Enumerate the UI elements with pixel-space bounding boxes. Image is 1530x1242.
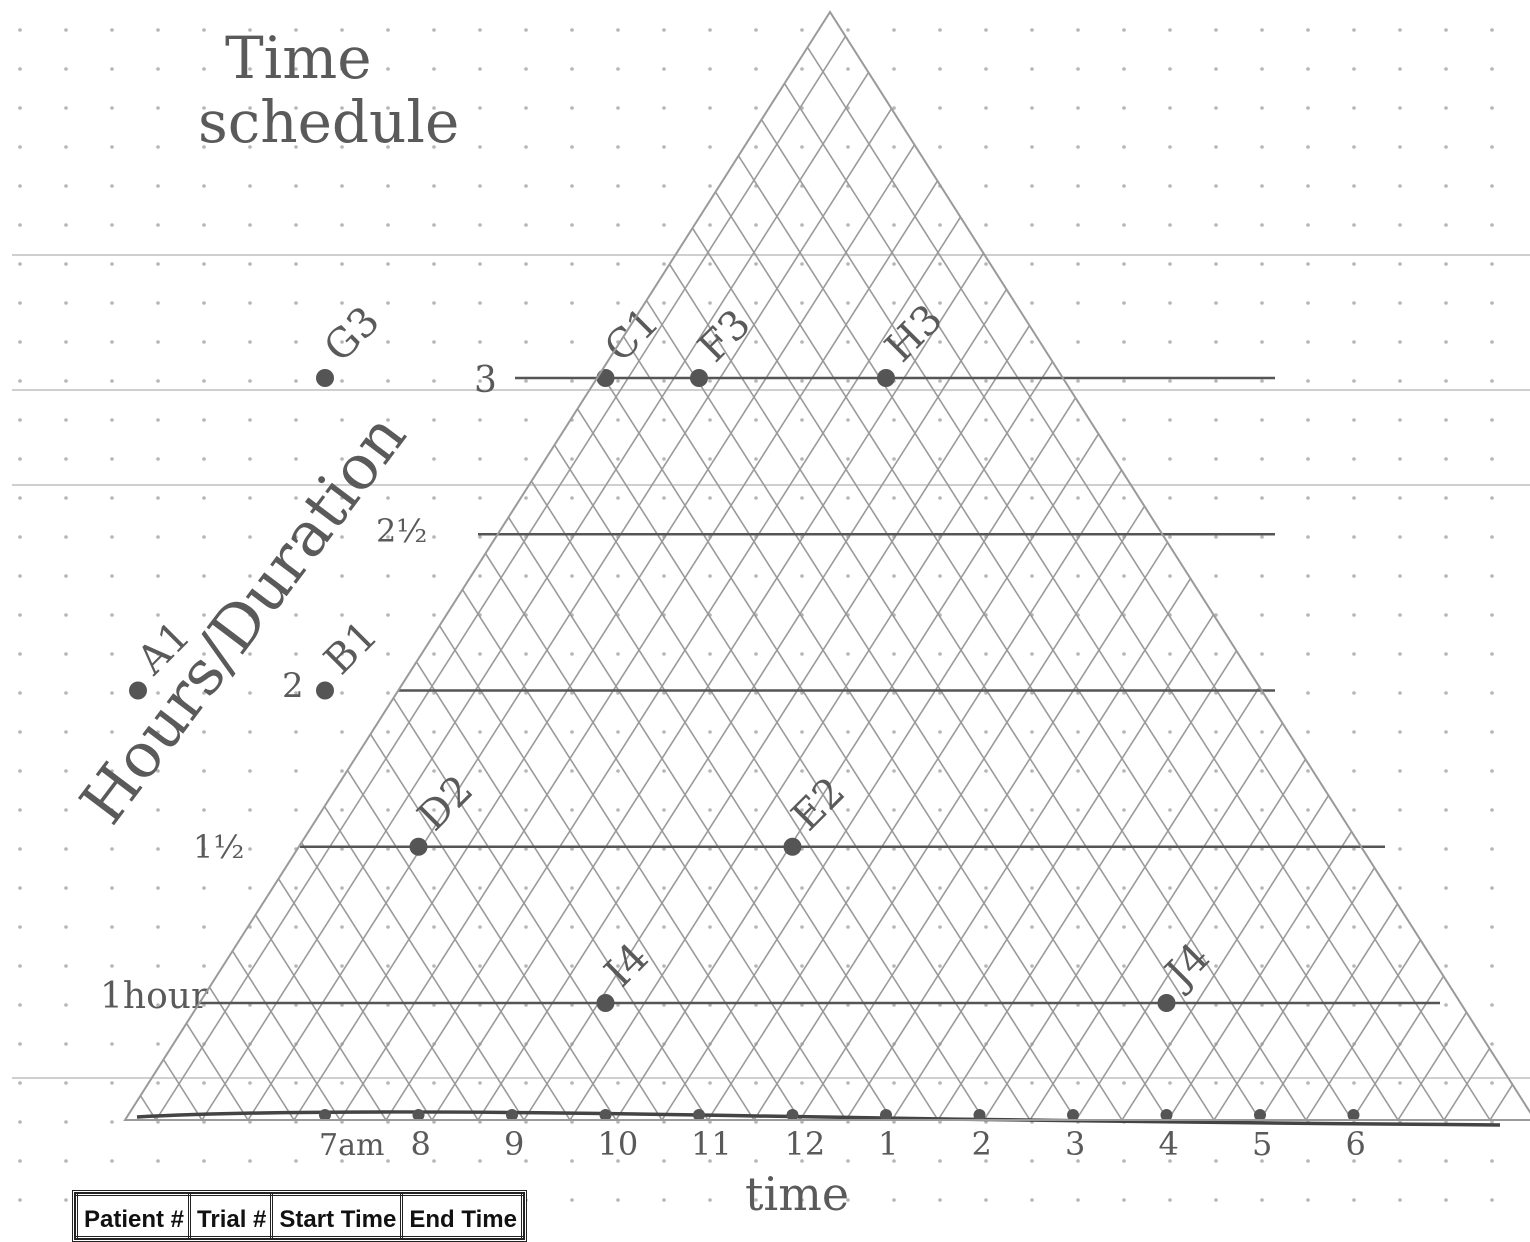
x-tick-label: 10: [598, 1125, 639, 1163]
time-tick-marker: [319, 1109, 331, 1121]
time-tick-marker: [1160, 1109, 1173, 1121]
point-label-c1: C1: [596, 299, 668, 371]
table-header-end-time: End Time: [400, 1193, 524, 1239]
time-tick-marker: [1347, 1109, 1360, 1121]
x-axis-label: time: [745, 1167, 849, 1221]
point-label-h3: H3: [877, 296, 952, 371]
time-tick-marker: [599, 1109, 612, 1121]
point-f3: [690, 369, 708, 387]
x-tick-label: 4: [1159, 1125, 1179, 1163]
time-axis-line: [136, 1110, 1501, 1127]
x-tick-label: 9: [504, 1125, 524, 1163]
x-tick-label: 7am: [319, 1128, 384, 1163]
time-tick-marker: [786, 1109, 799, 1121]
point-i4: [596, 994, 615, 1012]
x-tick-label: 5: [1252, 1125, 1272, 1163]
table-header-trial: Trial #: [188, 1193, 274, 1239]
x-tick-label: 6: [1346, 1125, 1366, 1163]
point-d2: [409, 837, 428, 856]
x-tick-label: 3: [1065, 1125, 1085, 1163]
point-g3: [316, 369, 334, 387]
faint-ruled-lines: [12, 254, 1530, 1079]
y-tick-1: 1hour: [100, 976, 209, 1017]
duration-lines: [136, 376, 1501, 1127]
x-tick-label: 8: [411, 1125, 431, 1163]
point-a1: [129, 681, 147, 700]
x-tick-label: 2: [972, 1125, 992, 1163]
y-tick-2: 2: [282, 666, 304, 706]
schedule-table: Patient # Trial # Start Time End Time: [72, 1190, 527, 1242]
point-label-g3: G3: [316, 298, 389, 371]
point-label-e2: E2: [783, 769, 854, 840]
title-line-2: schedule: [198, 88, 459, 156]
time-tick-marker: [693, 1109, 705, 1121]
title-line-1: Time: [225, 24, 372, 92]
x-tick-label: 12: [785, 1125, 826, 1163]
point-h3: [877, 369, 895, 387]
triangular-lattice: [125, 12, 1530, 1120]
point-label-b1: B1: [316, 612, 387, 683]
y-tick-1-5: 1½: [193, 828, 244, 866]
point-e2: [783, 837, 802, 856]
time-tick-marker: [1254, 1109, 1266, 1121]
point-label-j4: J4: [1154, 934, 1219, 999]
point-c1: [596, 369, 615, 387]
point-j4: [1157, 994, 1176, 1012]
table-header-start-time: Start Time: [270, 1193, 404, 1239]
x-tick-label: 11: [691, 1125, 732, 1163]
x-tick-label: 1: [878, 1125, 898, 1163]
table-header-patient: Patient #: [74, 1193, 192, 1239]
point-b1: [316, 681, 334, 700]
y-tick-2-5: 2½: [376, 512, 427, 550]
time-tick-marker: [1067, 1109, 1079, 1121]
y-axis-label: Hours/Duration: [66, 400, 420, 837]
point-label-i4: I4: [596, 934, 658, 996]
time-tick-marker: [412, 1109, 425, 1121]
time-tick-marker: [973, 1109, 986, 1121]
y-tick-3: 3: [474, 360, 497, 401]
time-tick-marker: [506, 1109, 518, 1121]
time-tick-marker: [880, 1109, 892, 1121]
